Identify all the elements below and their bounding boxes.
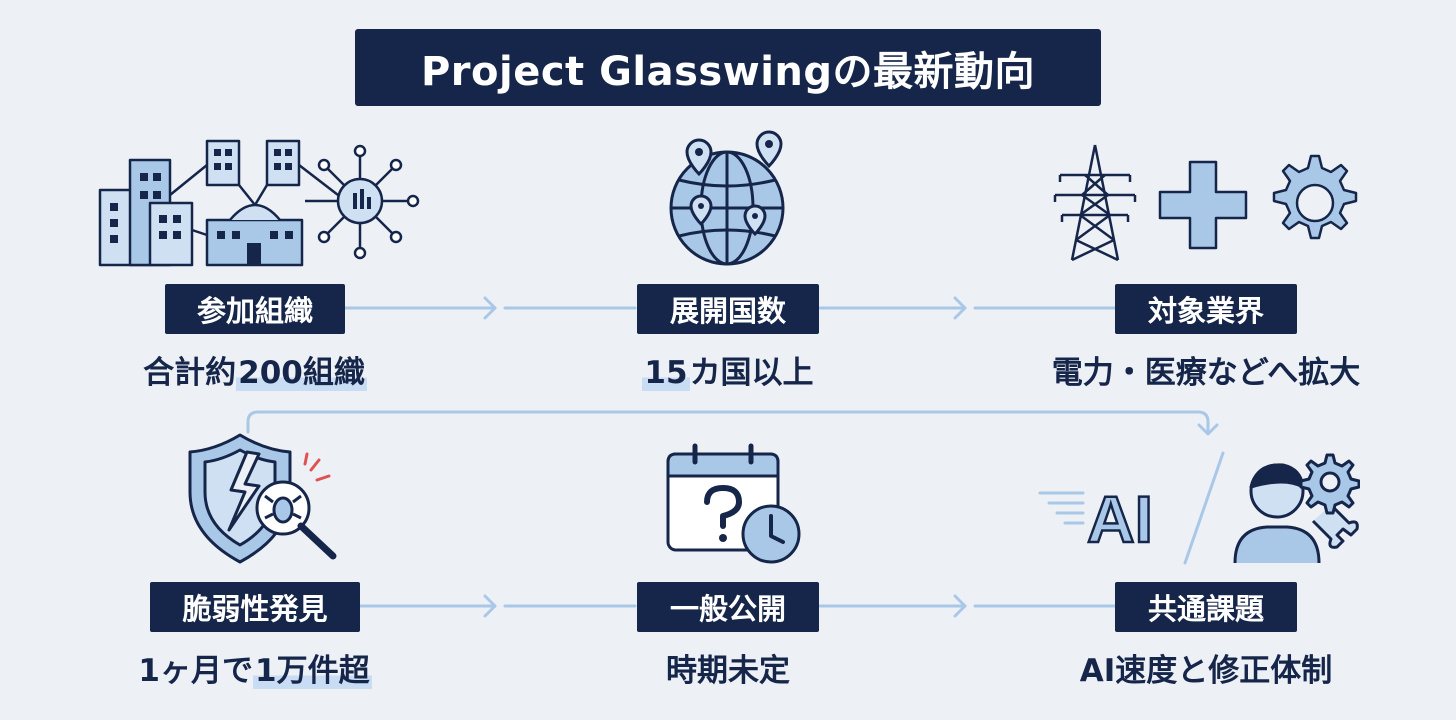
label-vulnerabilities: 脆弱性発見 — [150, 582, 360, 632]
label-target-industries: 対象業界 — [1115, 284, 1297, 334]
wrap-arrow — [246, 410, 1210, 434]
ai-icon-text: AI — [1087, 482, 1153, 556]
value-participating-orgs: 合計約200組織 — [143, 355, 367, 391]
value-public-release: 時期未定 — [666, 653, 790, 689]
power-medical-industry-icon — [1053, 144, 1358, 262]
globe-location-icon — [669, 130, 785, 266]
page-title: Project Glasswingの最新動向 — [355, 29, 1101, 106]
calendar-question-clock-icon — [666, 443, 801, 564]
label-countries: 展開国数 — [637, 284, 819, 334]
organization-network-icon — [98, 139, 420, 267]
ai-engineer-icon: AI — [1038, 451, 1360, 565]
label-public-release: 一般公開 — [637, 582, 819, 632]
value-target-industries: 電力・医療などへ拡大 — [1051, 355, 1361, 391]
label-participating-orgs: 参加組織 — [165, 284, 345, 334]
label-common-issues: 共通課題 — [1115, 582, 1297, 632]
value-vulnerabilities: 1ヶ月で1万件超 — [138, 653, 372, 689]
value-countries: 15カ国以上 — [642, 355, 814, 391]
value-common-issues: AI速度と修正体制 — [1079, 653, 1333, 689]
shield-bug-search-icon — [188, 433, 337, 564]
